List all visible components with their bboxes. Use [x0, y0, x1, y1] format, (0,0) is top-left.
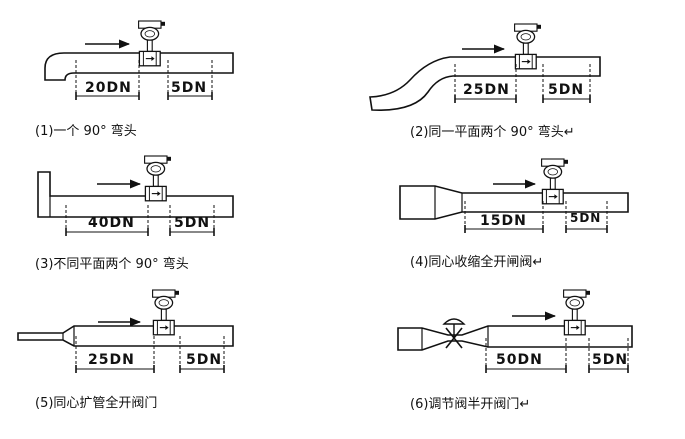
diagram-caption: (6)调节阀半开阀门↵	[410, 397, 530, 412]
diagram-caption: (5)同心扩管全开阀门	[35, 395, 157, 411]
diagram-caption: (1)一个 90° 弯头	[35, 123, 137, 139]
downstream-length-label: 5DN	[548, 82, 584, 98]
downstream-length-label: 5DN	[174, 215, 210, 231]
upstream-length-label: 25DN	[88, 352, 135, 368]
upstream-length-label: 25DN	[463, 82, 510, 98]
flowmeter-icon	[143, 155, 172, 202]
downstream-length-label: 5DN	[171, 80, 207, 96]
downstream-length-label: 5DN	[592, 352, 628, 368]
expander-pipe	[17, 325, 234, 347]
diagram-4: 15DN 5DN (4)同心收缩全开闸阀↵	[399, 158, 629, 270]
valve-pipe	[397, 325, 633, 351]
diagram-5: 25DN 5DN (5)同心扩管全开阀门	[17, 289, 234, 411]
diagram-3: 40DN 5DN (3)不同平面两个 90° 弯头	[35, 155, 234, 272]
diagram-6: 50DN 5DN (6)调节阀半开阀门↵	[397, 289, 633, 412]
downstream-length-label: 5DN	[570, 211, 601, 225]
diagram-caption: (4)同心收缩全开闸阀↵	[410, 254, 543, 270]
diagram-caption: (2)同一平面两个 90° 弯头↵	[410, 124, 575, 140]
upstream-length-label: 50DN	[496, 352, 543, 368]
diagram-caption: (3)不同平面两个 90° 弯头	[35, 256, 189, 272]
downstream-length-label: 5DN	[186, 352, 222, 368]
diagram-1: 20DN 5DN (1)一个 90° 弯头	[35, 20, 234, 139]
control-valve-icon	[442, 318, 466, 349]
upstream-length-label: 15DN	[480, 213, 527, 229]
upstream-length-label: 20DN	[85, 80, 132, 96]
diagram-2: 25DN 5DN (2)同一平面两个 90° 弯头↵	[369, 23, 601, 140]
upstream-length-label: 40DN	[88, 215, 135, 231]
reducer-pipe	[399, 185, 629, 220]
out-of-plane-elbow-pipe	[37, 171, 234, 218]
